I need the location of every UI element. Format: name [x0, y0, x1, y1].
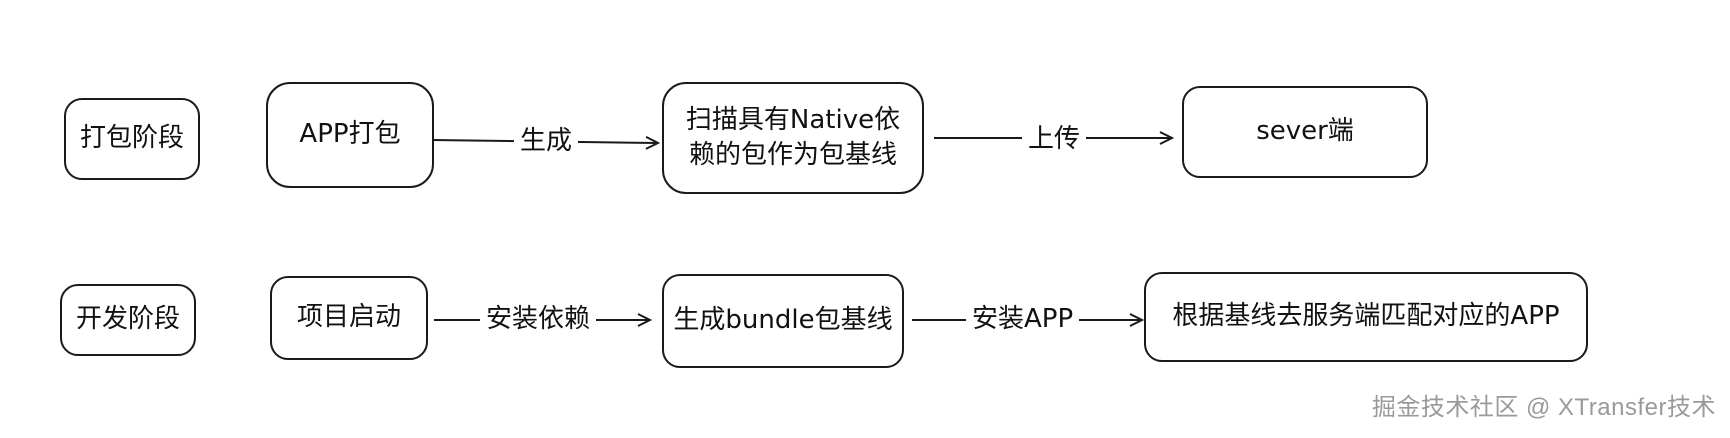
edge-label-install-app: 安装APP	[966, 306, 1080, 332]
node-match-app: 根据基线去服务端匹配对应的APP	[1144, 272, 1588, 362]
edge-label-generate: 生成	[514, 128, 579, 154]
node-project-start: 项目启动	[270, 276, 428, 360]
watermark: 掘金技术社区 @ XTransfer技术	[1371, 394, 1716, 421]
node-server: sever端	[1182, 86, 1428, 178]
stage-label-packaging: 打包阶段	[64, 98, 200, 180]
node-bundle-baseline: 生成bundle包基线	[662, 274, 904, 368]
node-app-build: APP打包	[266, 82, 434, 188]
edge-label-install-deps: 安装依赖	[480, 306, 597, 332]
edge-label-upload: 上传	[1022, 126, 1087, 152]
node-scan-native-baseline: 扫描具有Native依 赖的包作为包基线	[662, 82, 924, 194]
stage-label-development: 开发阶段	[60, 284, 196, 356]
